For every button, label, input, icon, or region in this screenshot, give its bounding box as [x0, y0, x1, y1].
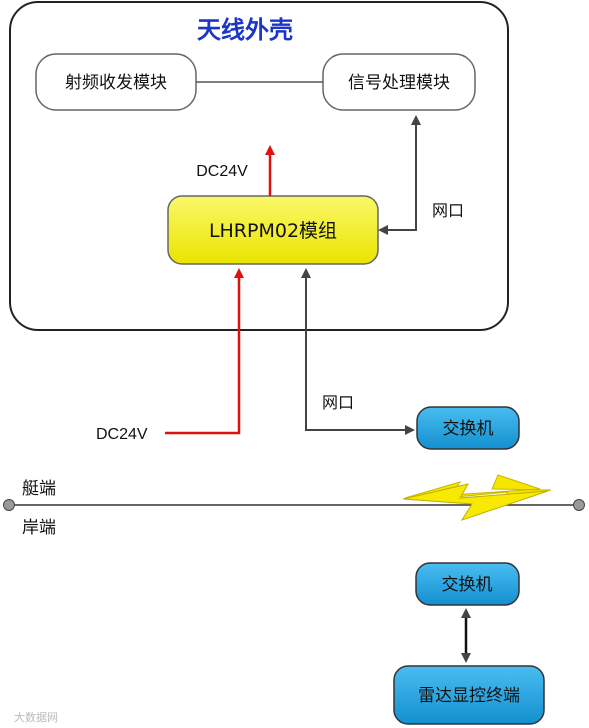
antenna-enclosure — [9, 1, 509, 331]
shore-side-label: 岸端 — [22, 518, 56, 538]
dc-in-arrow — [165, 268, 244, 435]
boat-side-label: 艇端 — [22, 479, 56, 499]
divider-right-end — [573, 499, 585, 511]
wireless-lightning-bolt — [402, 483, 549, 521]
lhrpm02-label: LHRPM02模组 — [209, 220, 337, 242]
rf-transceiver-label: 射频收发模块 — [65, 73, 167, 93]
signal-processing-label: 信号处理模块 — [348, 73, 450, 93]
watermark: 大数据网 — [14, 710, 58, 724]
net-inner-arrow — [378, 115, 421, 235]
net-outer-arrow — [301, 268, 415, 435]
dc-in-label: DC24V — [96, 426, 148, 443]
divider-left-end — [3, 499, 15, 511]
switch-top-label: 交换机 — [443, 419, 494, 439]
radar-terminal-label: 雷达显控终端 — [418, 686, 520, 706]
enclosure-title: 天线外壳 — [197, 16, 293, 44]
net-inner-label: 网口 — [432, 203, 464, 220]
switch-bottom-label: 交换机 — [442, 575, 493, 595]
switch-top — [416, 406, 520, 450]
switch-bottom — [415, 562, 520, 606]
radar-terminal — [393, 665, 545, 725]
dc-out-label: DC24V — [196, 163, 248, 180]
net-outer-label: 网口 — [322, 395, 354, 412]
